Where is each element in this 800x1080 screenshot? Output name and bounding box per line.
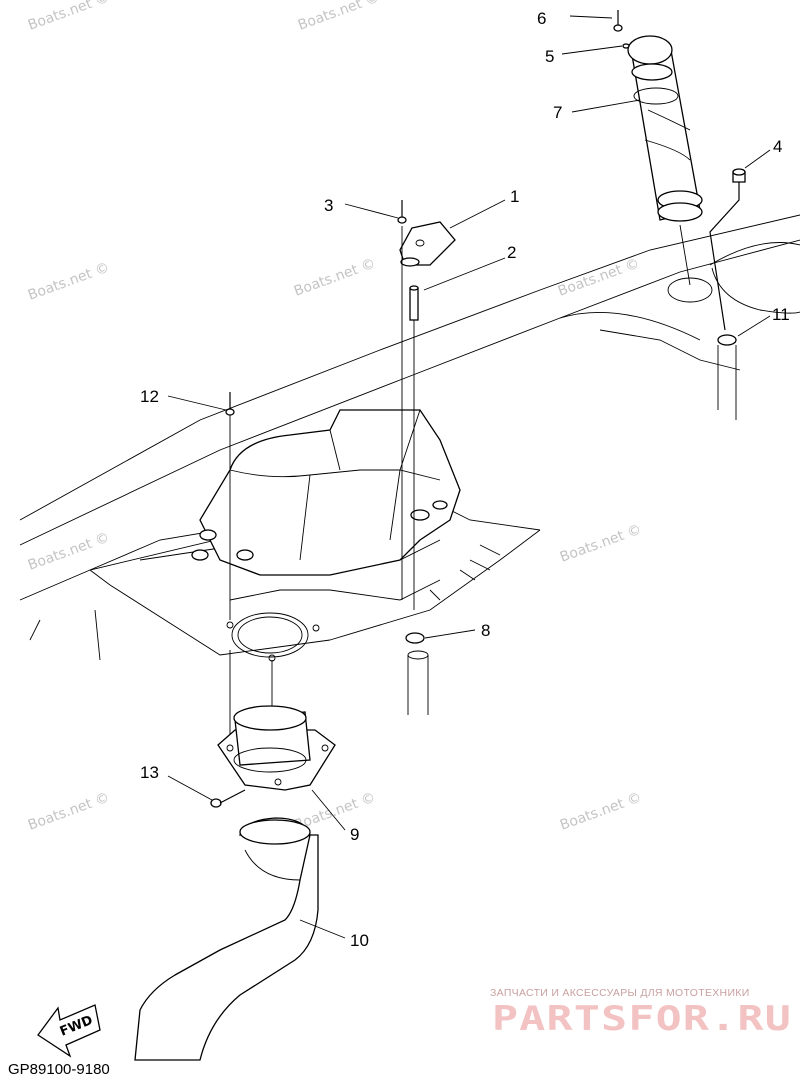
duct-hose-10 <box>134 817 319 1061</box>
hose-11 <box>717 334 737 420</box>
callout-1: 1 <box>510 187 519 206</box>
clamp-8 <box>405 632 429 715</box>
watermark: Boats.net © <box>26 0 112 34</box>
engine-cover <box>191 409 461 576</box>
watermark: Boats.net © <box>292 256 378 300</box>
fwd-arrow: FWD <box>37 1004 101 1058</box>
site-branding: ЗАПЧАСТИ И АКСЕССУАРЫ ДЛЯ МОТОТЕХНИКИ PA… <box>490 987 792 1039</box>
callout-3: 3 <box>324 196 333 215</box>
callout-5: 5 <box>545 47 554 66</box>
bolt-4 <box>709 168 746 331</box>
callout-11: 11 <box>772 305 790 324</box>
vent-hose-assembly <box>613 10 703 222</box>
diagram-code: GP89100-9180 <box>8 1061 110 1078</box>
callout-2: 2 <box>507 243 516 262</box>
screw-13 <box>210 789 246 808</box>
screw-3 <box>397 200 407 224</box>
bracket-1 <box>399 221 456 267</box>
site-logo: PARTSFOR.RU <box>492 999 792 1039</box>
watermark: Boats.net © <box>26 260 112 304</box>
site-tagline: ЗАПЧАСТИ И АКСЕССУАРЫ ДЛЯ МОТОТЕХНИКИ <box>490 987 750 999</box>
callouts: 1 2 3 4 5 6 7 8 9 10 11 12 13 <box>140 9 790 950</box>
callout-4: 4 <box>773 137 782 156</box>
callout-9: 9 <box>350 825 359 844</box>
watermark: Boats.net © <box>558 522 644 566</box>
pin-2 <box>409 285 419 321</box>
screw-12 <box>225 392 235 416</box>
duct-flange-9 <box>217 705 336 791</box>
callout-12: 12 <box>140 387 159 406</box>
watermark: Boats.net © <box>296 0 382 34</box>
callout-13: 13 <box>140 763 159 782</box>
callout-7: 7 <box>553 103 562 122</box>
watermarks: Boats.net © Boats.net © Boats.net © Boat… <box>26 0 644 834</box>
leader-lines <box>229 224 691 745</box>
callout-6: 6 <box>537 9 546 28</box>
watermark: Boats.net © <box>26 790 112 834</box>
watermark: Boats.net © <box>556 256 642 300</box>
callout-8: 8 <box>481 621 490 640</box>
callout-leaders <box>167 15 771 939</box>
callout-10: 10 <box>350 931 369 950</box>
watermark: Boats.net © <box>558 790 644 834</box>
